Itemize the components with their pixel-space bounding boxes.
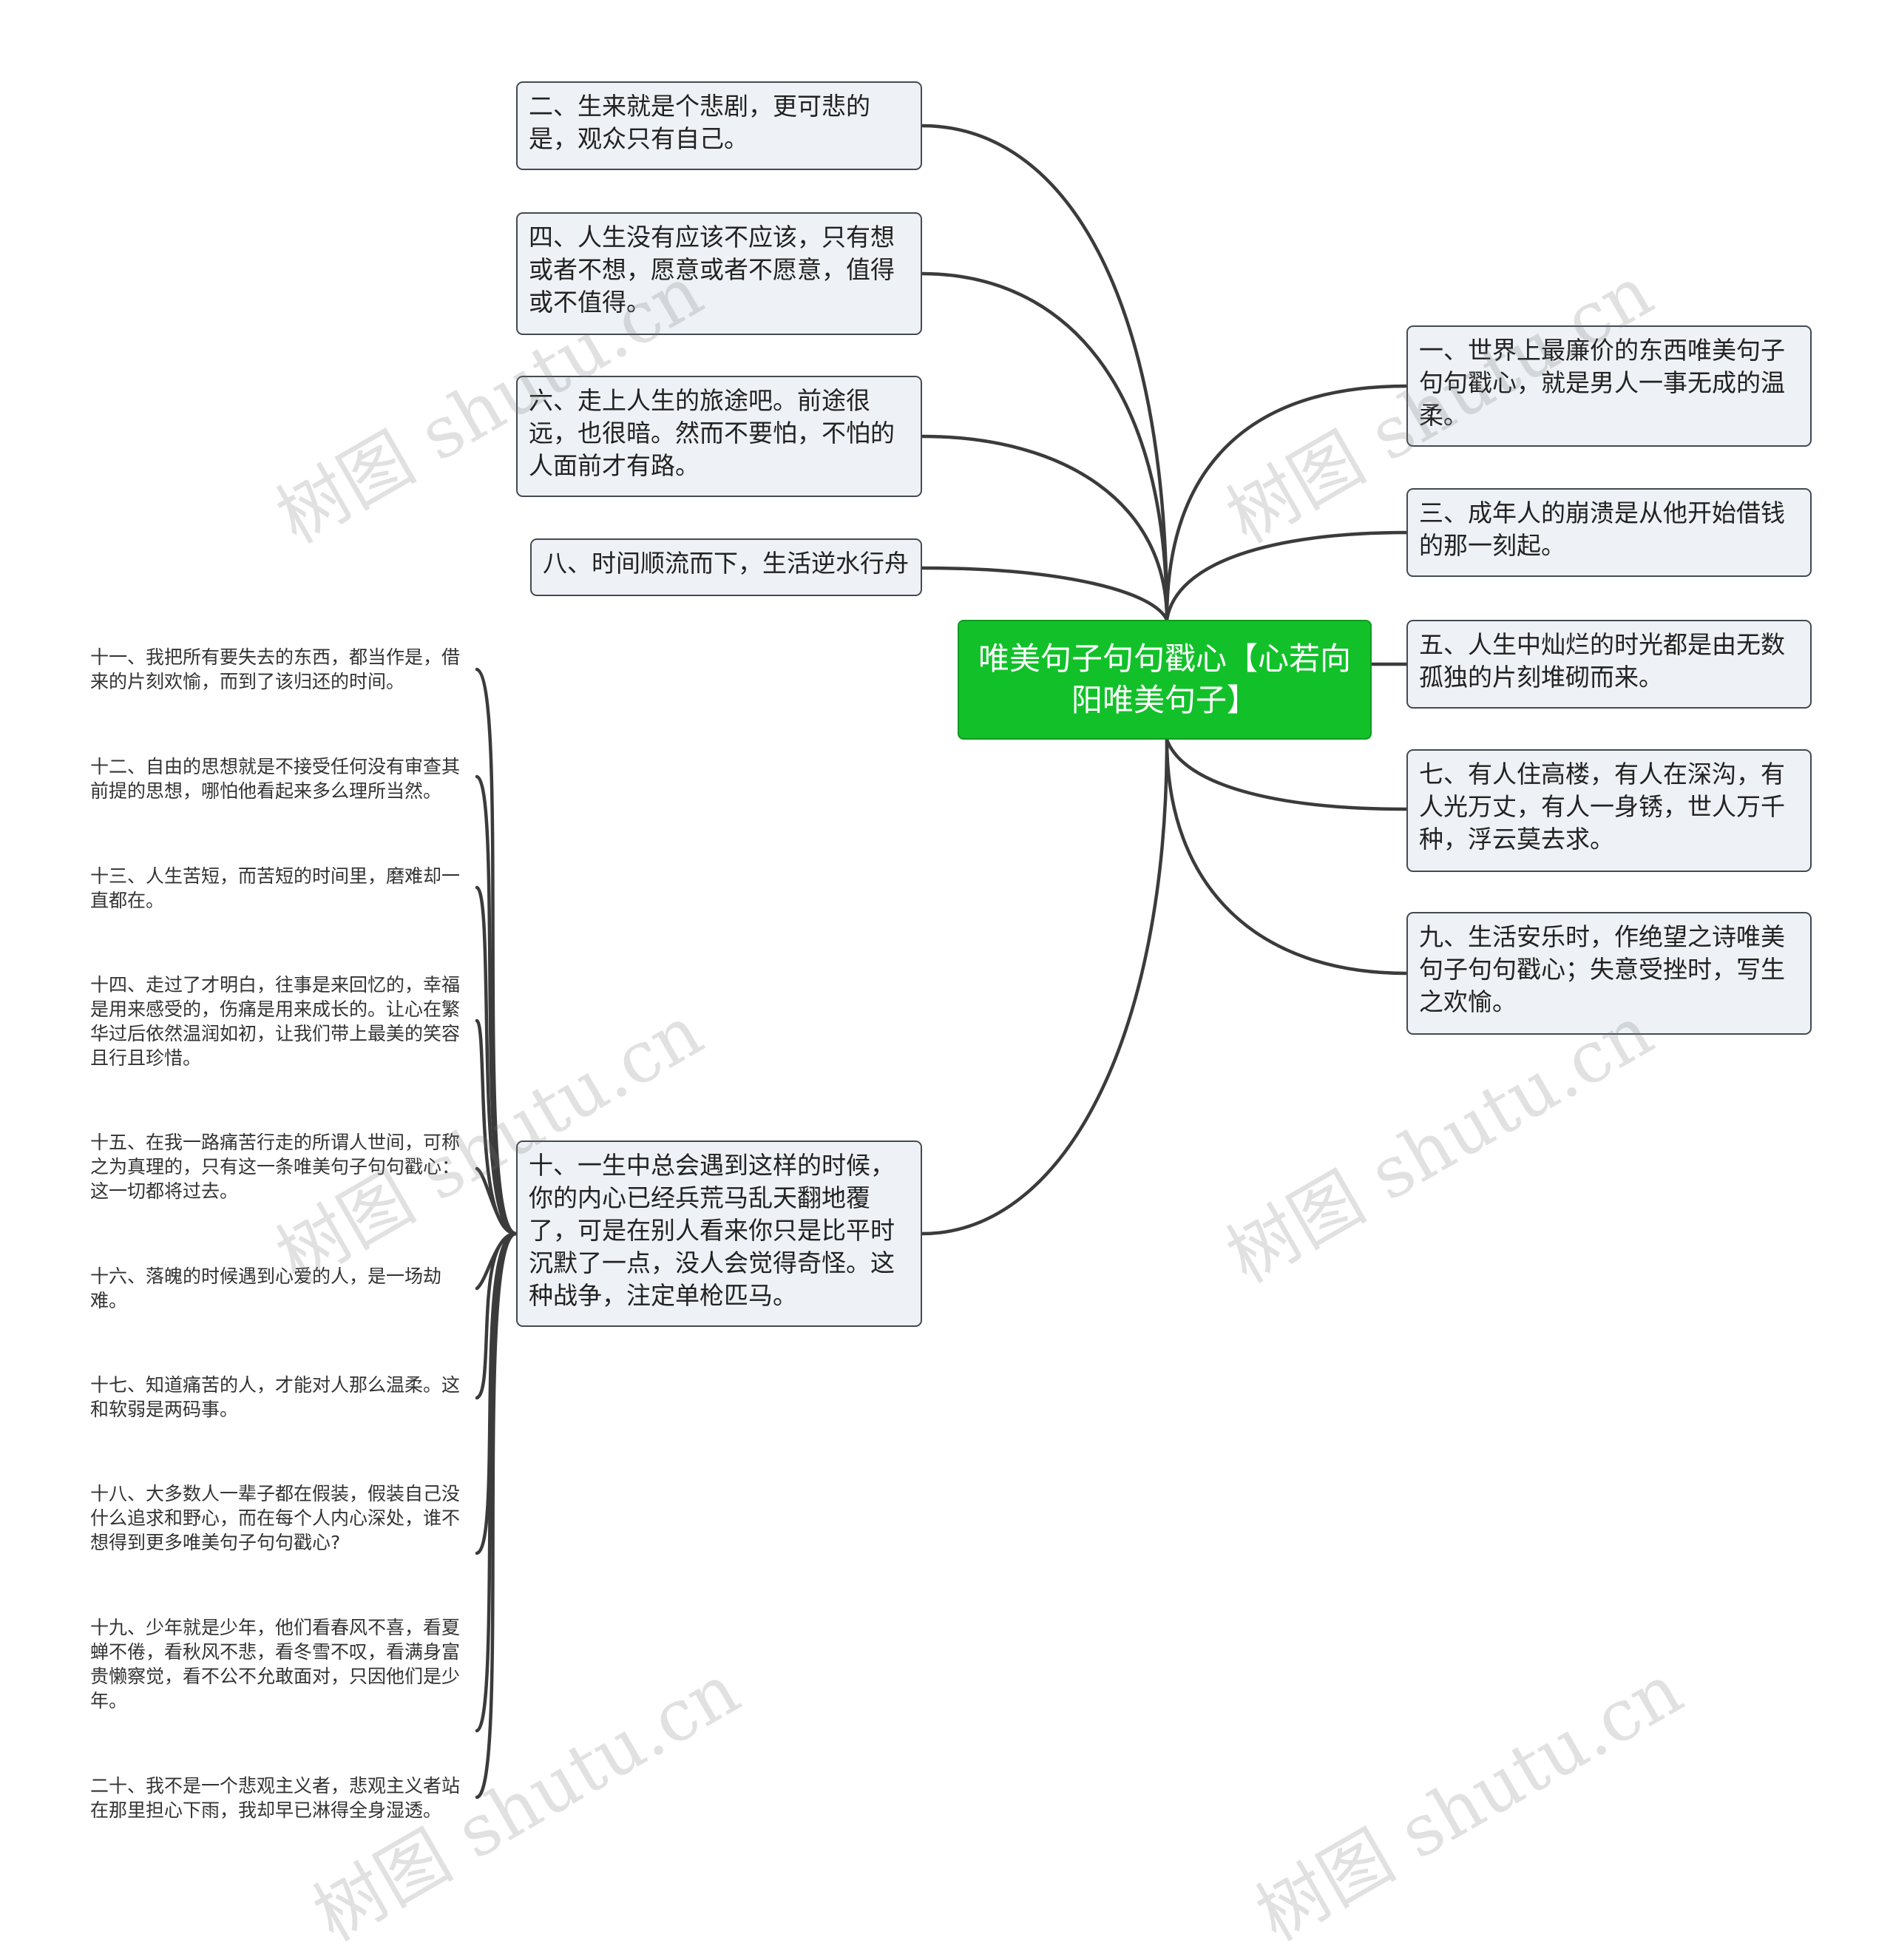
link-n10-l11 bbox=[475, 667, 518, 1236]
topic-node-label: 六、走上人生的旅途吧。前途很远，也很暗。然而不要怕，不怕的人面前才有路。 bbox=[529, 386, 895, 480]
topic-node-9[interactable]: 九、生活安乐时，作绝望之诗唯美句子句句戳心；失意受挫时，写生之欢愉。 bbox=[1406, 912, 1812, 1035]
link-n10-l20 bbox=[475, 1231, 518, 1800]
topic-node-4[interactable]: 四、人生没有应该不应该，只有想或者不想，愿意或者不愿意，值得或不值得。 bbox=[516, 212, 922, 335]
root-topic-label: 唯美句子句句戳心【心若向阳唯美句子】 bbox=[978, 641, 1352, 718]
leaf-item-14[interactable]: 十四、走过了才明白，往事是来回忆的，幸福是用来感受的，伤痛是用来成长的。让心在繁… bbox=[90, 973, 475, 1070]
leaf-item-12[interactable]: 十二、自由的思想就是不接受任何没有审查其前提的思想，哪怕他看起来多么理所当然。 bbox=[90, 754, 475, 803]
topic-node-3[interactable]: 三、成年人的崩溃是从他开始借钱的那一刻起。 bbox=[1406, 488, 1812, 577]
link-root-n9 bbox=[1165, 737, 1409, 976]
topic-node-label: 四、人生没有应该不应该，只有想或者不想，愿意或者不愿意，值得或不值得。 bbox=[529, 223, 895, 317]
topic-node-7[interactable]: 七、有人住高楼，有人在深沟，有人光万丈，有人一身锈，世人万千种，浮云莫去求。 bbox=[1406, 749, 1812, 872]
link-root-n2 bbox=[920, 124, 1169, 622]
topic-node-8[interactable]: 八、时间顺流而下，生活逆水行舟 bbox=[530, 538, 922, 596]
topic-node-5[interactable]: 五、人生中灿烂的时光都是由无数孤独的片刻堆砌而来。 bbox=[1406, 620, 1812, 709]
topic-node-1[interactable]: 一、世界上最廉价的东西唯美句子句句戳心，就是男人一事无成的温柔。 bbox=[1406, 325, 1812, 447]
link-root-n10 bbox=[920, 737, 1169, 1236]
topic-node-label: 三、成年人的崩溃是从他开始借钱的那一刻起。 bbox=[1419, 499, 1785, 560]
leaf-item-17[interactable]: 十七、知道痛苦的人，才能对人那么温柔。这和软弱是两码事。 bbox=[90, 1373, 475, 1422]
link-root-n4 bbox=[920, 271, 1169, 622]
leaf-item-label: 十二、自由的思想就是不接受任何没有审查其前提的思想，哪怕他看起来多么理所当然。 bbox=[90, 756, 461, 802]
leaf-item-15[interactable]: 十五、在我一路痛苦行走的所谓人世间，可称之为真理的，只有这一条唯美句子句句戳心：… bbox=[90, 1130, 475, 1203]
topic-node-label: 二、生来就是个悲剧，更可悲的是，观众只有自己。 bbox=[529, 92, 870, 153]
leaf-item-label: 十六、落魄的时候遇到心爱的人，是一场劫难。 bbox=[90, 1265, 442, 1311]
leaf-item-label: 十八、大多数人一辈子都在假装，假装自己没什么追求和野心，而在每个人内心深处，谁不… bbox=[90, 1483, 461, 1553]
leaf-item-19[interactable]: 十九、少年就是少年，他们看春风不喜，看夏蝉不倦，看秋风不悲，看冬雪不叹，看满身富… bbox=[90, 1615, 475, 1713]
leaf-item-11[interactable]: 十一、我把所有要失去的东西，都当作是，借来的片刻欢愉，而到了该归还的时间。 bbox=[90, 645, 475, 694]
topic-node-label: 十、一生中总会遇到这样的时候，你的内心已经兵荒马乱天翻地覆了，可是在别人看来你只… bbox=[529, 1151, 895, 1310]
topic-node-2[interactable]: 二、生来就是个悲剧，更可悲的是，观众只有自己。 bbox=[516, 81, 922, 170]
link-root-n7 bbox=[1165, 737, 1409, 811]
topic-node-10[interactable]: 十、一生中总会遇到这样的时候，你的内心已经兵荒马乱天翻地覆了，可是在别人看来你只… bbox=[516, 1140, 922, 1327]
link-root-n3 bbox=[1165, 530, 1409, 622]
topic-node-6[interactable]: 六、走上人生的旅途吧。前途很远，也很暗。然而不要怕，不怕的人面前才有路。 bbox=[516, 376, 922, 497]
topic-node-label: 七、有人住高楼，有人在深沟，有人光万丈，有人一身锈，世人万千种，浮云莫去求。 bbox=[1419, 760, 1785, 854]
leaf-item-16[interactable]: 十六、落魄的时候遇到心爱的人，是一场劫难。 bbox=[90, 1264, 475, 1313]
leaf-item-label: 十五、在我一路痛苦行走的所谓人世间，可称之为真理的，只有这一条唯美句子句句戳心：… bbox=[90, 1132, 461, 1202]
link-root-n6 bbox=[920, 434, 1169, 622]
leaf-item-13[interactable]: 十三、人生苦短，而苦短的时间里，磨难却一直都在。 bbox=[90, 864, 475, 913]
topic-node-label: 一、世界上最廉价的东西唯美句子句句戳心，就是男人一事无成的温柔。 bbox=[1419, 336, 1785, 430]
link-n10-l13 bbox=[475, 885, 518, 1236]
leaf-item-label: 十三、人生苦短，而苦短的时间里，磨难却一直都在。 bbox=[90, 865, 461, 911]
connector-lines bbox=[475, 124, 1409, 1800]
link-n10-l15 bbox=[475, 1166, 518, 1236]
leaf-item-label: 十四、走过了才明白，往事是来回忆的，幸福是用来感受的，伤痛是用来成长的。让心在繁… bbox=[90, 974, 461, 1069]
leaf-item-label: 十九、少年就是少年，他们看春风不喜，看夏蝉不倦，看秋风不悲，看冬雪不叹，看满身富… bbox=[90, 1617, 461, 1711]
root-topic[interactable]: 唯美句子句句戳心【心若向阳唯美句子】 bbox=[958, 620, 1372, 740]
topic-node-label: 五、人生中灿烂的时光都是由无数孤独的片刻堆砌而来。 bbox=[1419, 630, 1785, 692]
link-n10-l17 bbox=[475, 1231, 518, 1400]
leaf-item-label: 十一、我把所有要失去的东西，都当作是，借来的片刻欢愉，而到了该归还的时间。 bbox=[90, 646, 461, 692]
leaf-item-label: 二十、我不是一个悲观主义者，悲观主义者站在那里担心下雨，我却早已淋得全身湿透。 bbox=[90, 1775, 461, 1821]
leaf-item-label: 十七、知道痛苦的人，才能对人那么温柔。这和软弱是两码事。 bbox=[90, 1374, 461, 1420]
link-root-n8 bbox=[920, 566, 1169, 622]
topic-node-label: 八、时间顺流而下，生活逆水行舟 bbox=[543, 549, 909, 578]
topic-node-label: 九、生活安乐时，作绝望之诗唯美句子句句戳心；失意受挫时，写生之欢愉。 bbox=[1419, 922, 1785, 1016]
leaf-item-20[interactable]: 二十、我不是一个悲观主义者，悲观主义者站在那里担心下雨，我却早已淋得全身湿透。 bbox=[90, 1774, 475, 1822]
leaf-item-18[interactable]: 十八、大多数人一辈子都在假装，假装自己没什么追求和野心，而在每个人内心深处，谁不… bbox=[90, 1481, 475, 1555]
link-root-n1 bbox=[1165, 384, 1409, 622]
link-n10-l12 bbox=[475, 774, 518, 1236]
